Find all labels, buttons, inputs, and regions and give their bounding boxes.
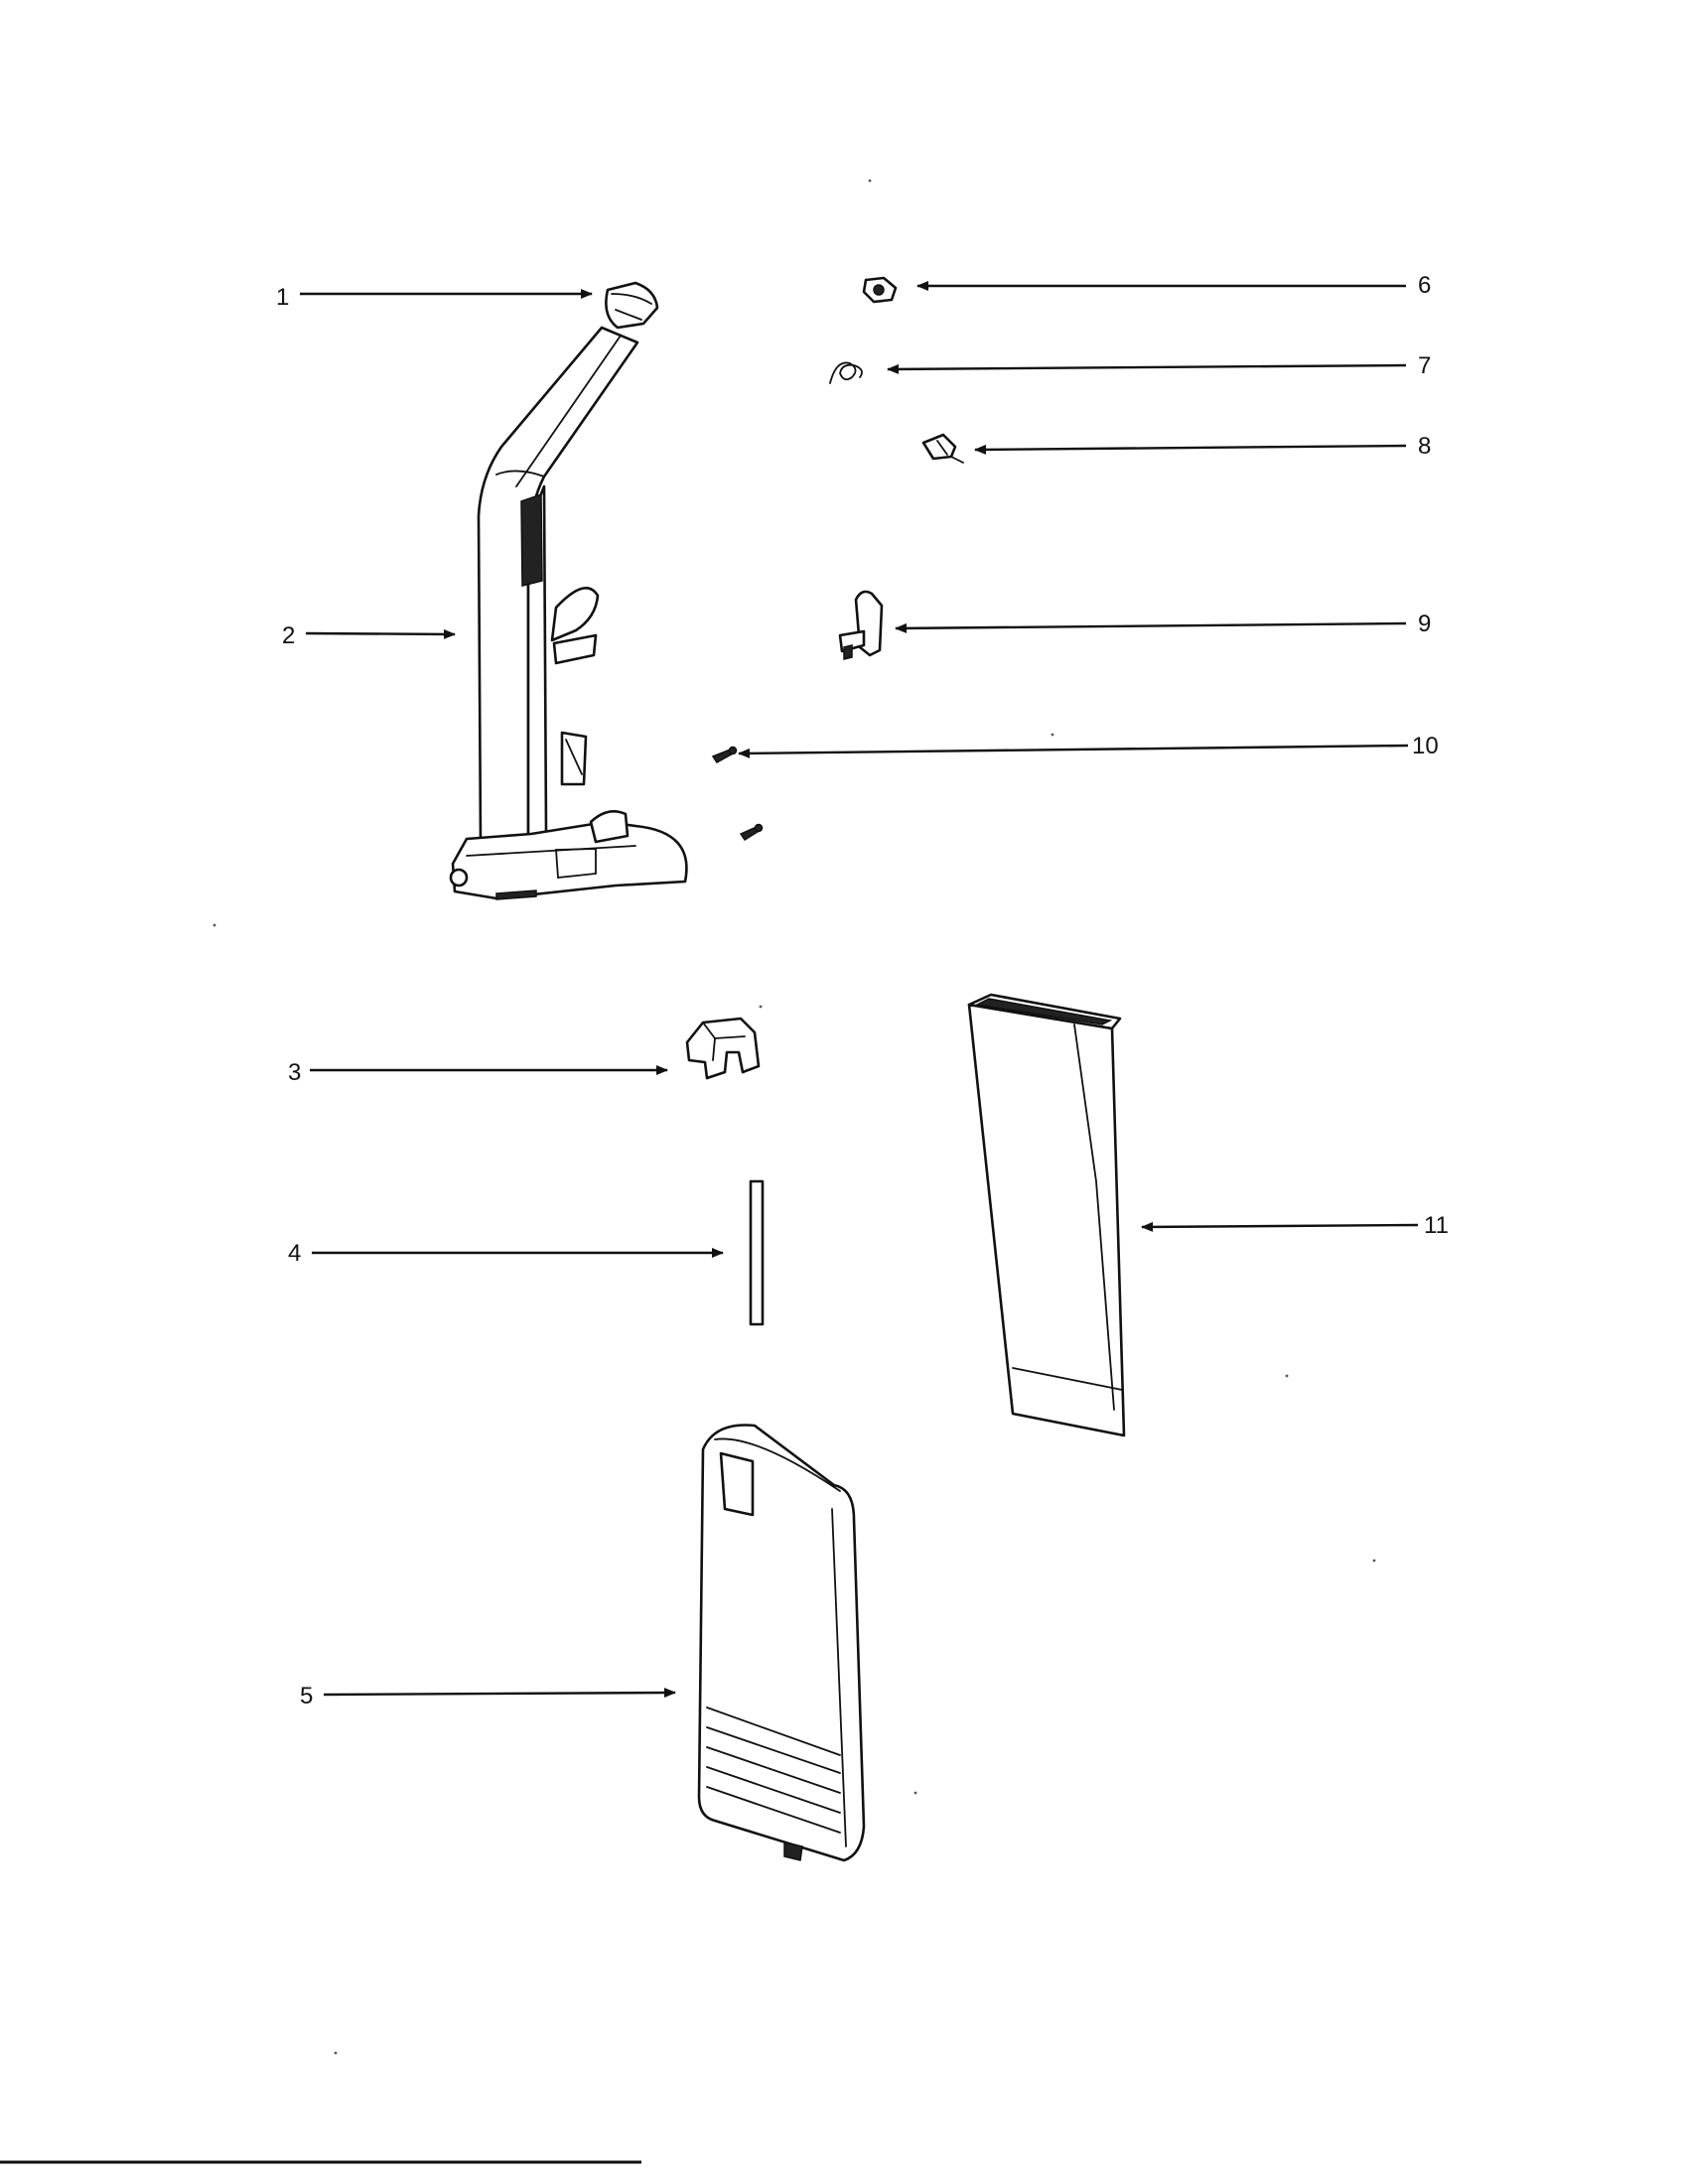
dust-bag-icon <box>967 993 1126 1437</box>
clip-icon <box>921 433 964 464</box>
callout-5: 5 <box>300 1683 676 1709</box>
callout-label-11: 11 <box>1424 1212 1449 1239</box>
callout-9: 9 <box>895 611 1431 637</box>
callout-label-7: 7 <box>1418 352 1431 379</box>
leader-line-10 <box>738 744 1409 758</box>
callout-10: 10 <box>738 733 1439 759</box>
callout-4: 4 <box>288 1240 724 1267</box>
callout-label-10: 10 <box>1412 733 1439 759</box>
callout-label-5: 5 <box>300 1683 313 1709</box>
callout-3: 3 <box>288 1059 668 1086</box>
spring-icon <box>829 361 863 384</box>
latch-icon <box>838 590 884 660</box>
callout-label-9: 9 <box>1418 611 1431 637</box>
leader-line-2 <box>305 628 456 639</box>
callout-label-6: 6 <box>1418 272 1431 299</box>
callout-11: 11 <box>1141 1212 1449 1239</box>
nut-icon <box>862 276 898 304</box>
callout-label-8: 8 <box>1418 433 1431 460</box>
handle-body-icon <box>449 326 688 900</box>
scan-specks <box>212 179 1376 2055</box>
callout-6: 6 <box>916 272 1431 299</box>
leader-line-5 <box>323 1688 676 1699</box>
callout-label-4: 4 <box>288 1240 301 1267</box>
bag-door-cover-icon <box>697 1424 866 1862</box>
leader-line-9 <box>895 621 1407 633</box>
end-cap-icon <box>605 281 659 330</box>
callout-1: 1 <box>276 284 593 311</box>
callout-label-3: 3 <box>288 1059 301 1086</box>
callout-2: 2 <box>282 622 456 649</box>
callout-label-1: 1 <box>276 284 289 311</box>
leader-line-11 <box>1141 1221 1419 1232</box>
callout-7: 7 <box>887 352 1431 379</box>
callout-8: 8 <box>974 433 1431 460</box>
screw-icon <box>711 746 764 842</box>
leader-line-7 <box>887 363 1407 374</box>
callout-label-2: 2 <box>282 622 295 649</box>
leader-line-8 <box>974 444 1407 455</box>
tube-icon <box>749 1179 765 1326</box>
cord-hook-bracket-icon <box>685 1017 761 1080</box>
